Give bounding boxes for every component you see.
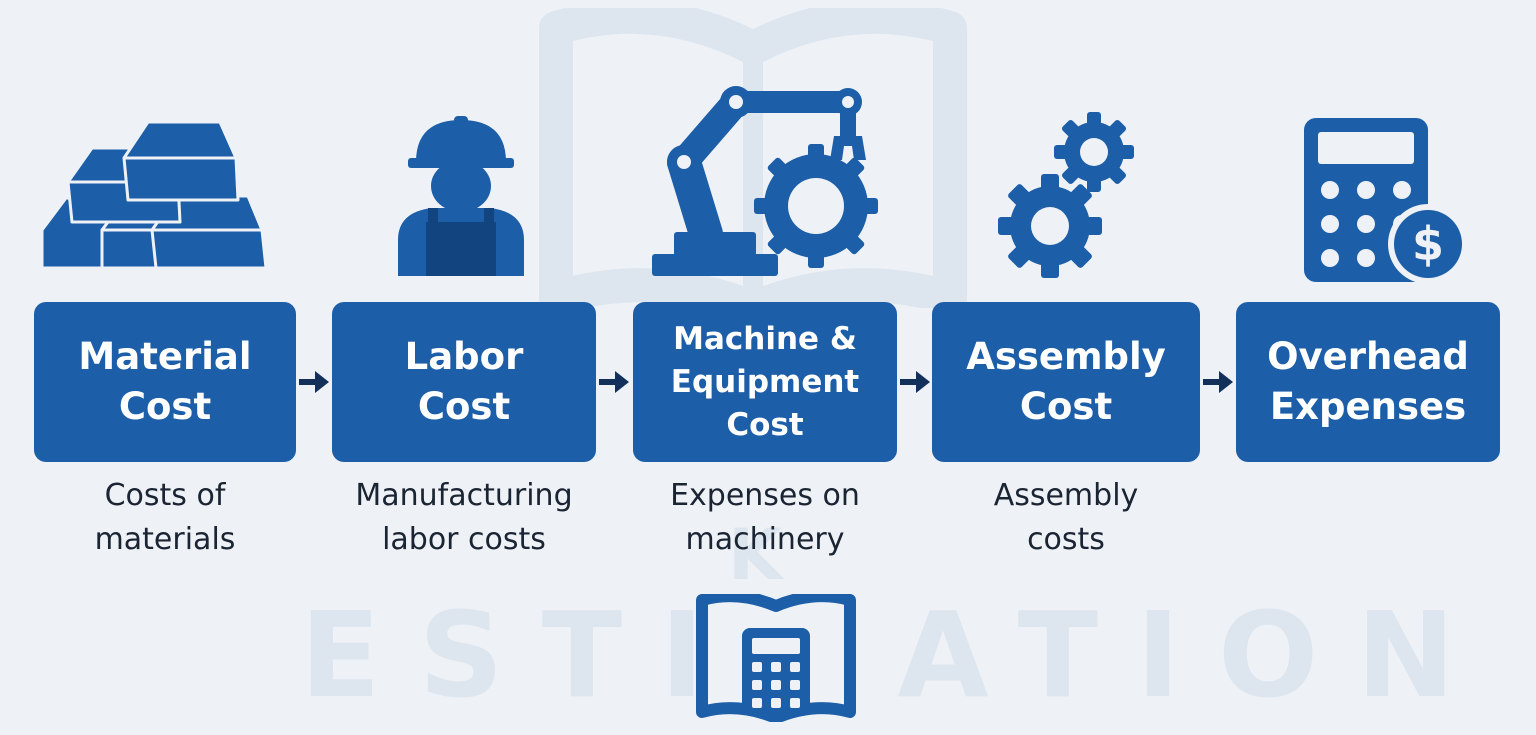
arrow-right-icon (1203, 371, 1233, 393)
step-title: Overhead Expenses (1267, 335, 1469, 428)
arrow-right-icon (599, 371, 629, 393)
step-material-cost: Material Cost (34, 302, 296, 462)
step-description: Manufacturing labor costs (355, 478, 573, 557)
arrow-right-icon (299, 371, 329, 393)
step-title: Material Cost (78, 335, 252, 428)
book-calculator-icon (696, 594, 856, 722)
robotic-arm-gear-icon (652, 86, 878, 276)
worker-icon (398, 116, 524, 276)
step-description: Costs of materials (94, 478, 236, 557)
step-title: Labor Cost (404, 335, 524, 428)
step-title: Assembly Cost (966, 335, 1166, 428)
step-overhead-expenses: Overhead Expenses (1236, 302, 1500, 462)
watermark-text: ESTIMATION (300, 586, 1494, 724)
step-title: Machine & Equipment Cost (670, 320, 860, 443)
step-description: Expenses on machinery (670, 478, 860, 557)
step-assembly-cost: Assembly Cost (932, 302, 1200, 462)
step-description: Assembly costs (993, 478, 1139, 557)
svg-text:$: $ (1412, 217, 1444, 271)
arrow-right-icon (900, 371, 930, 393)
step-machine-equipment-cost: Machine & Equipment Cost (633, 302, 897, 462)
calculator-dollar-icon: $ (1304, 118, 1468, 284)
gold-bars-icon (40, 120, 268, 270)
watermark-mark: K (728, 514, 783, 596)
step-labor-cost: Labor Cost (332, 302, 596, 462)
gears-icon (998, 112, 1134, 278)
